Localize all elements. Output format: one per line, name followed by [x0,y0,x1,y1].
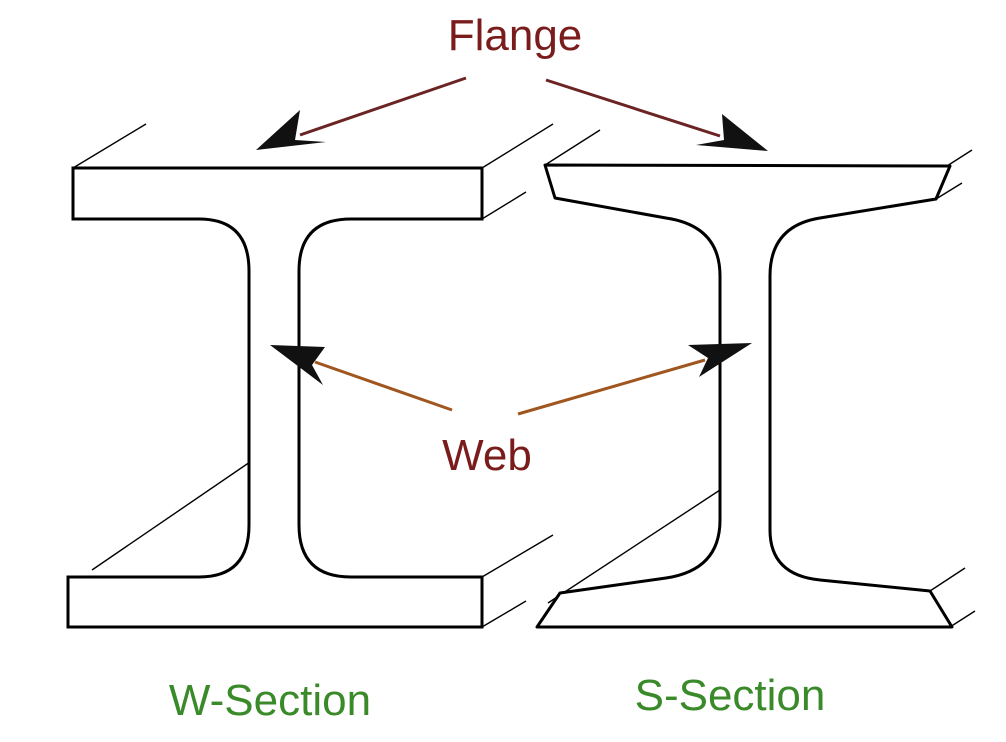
web-arrow-left-shaft [314,360,453,412]
flange-label: Flange [448,11,583,60]
s-section-label: S-Section [635,671,826,720]
web-label: Web [442,431,532,480]
w-section-beam [66,123,554,629]
flange-arrow-right-head [696,114,768,151]
w-section-depth-lines [72,123,554,628]
w-section-profile [66,166,484,629]
flange-arrow-right-shaft [545,78,721,138]
s-section-depth-lines [544,129,976,628]
web-arrows [270,343,752,416]
s-section-profile [535,163,954,629]
flange-arrows [256,76,768,151]
web-arrow-right-shaft [517,358,706,416]
s-section-beam [535,129,976,629]
flange-arrow-left-head [256,110,326,150]
web-arrow-right-head [688,343,752,377]
flange-arrow-left-shaft [299,76,467,137]
w-section-label: W-Section [169,676,371,725]
web-arrow-left-head [270,345,325,385]
